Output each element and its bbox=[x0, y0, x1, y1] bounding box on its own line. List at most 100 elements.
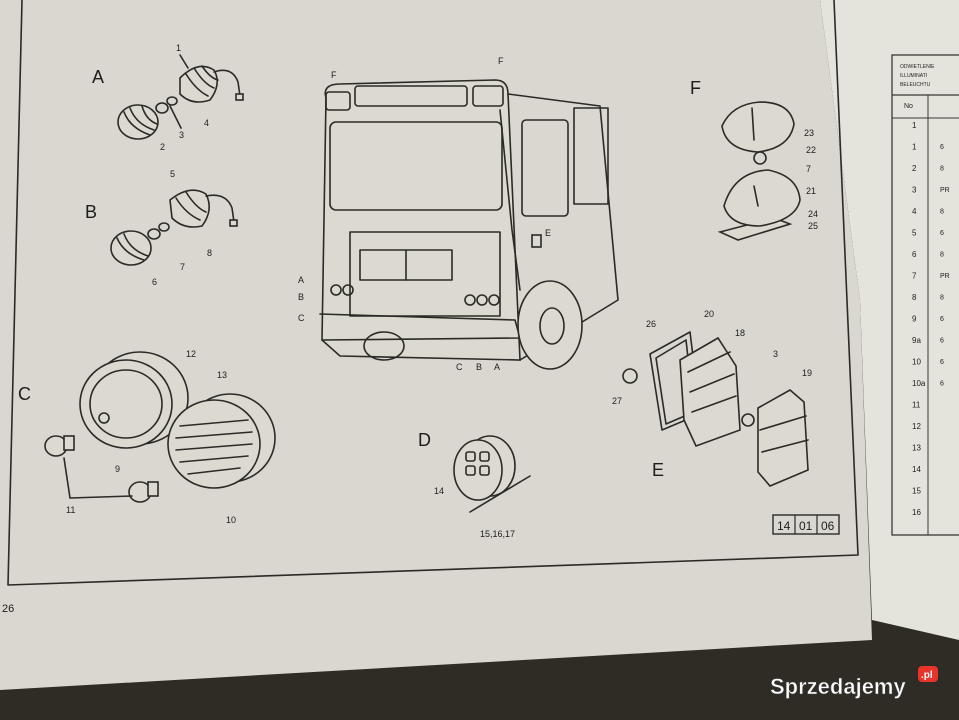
table-header-2: ILLUMINATI bbox=[900, 73, 927, 79]
table-row-number: 15 bbox=[912, 487, 921, 496]
panel-label-b: B bbox=[85, 202, 97, 222]
bus-callout-c: C bbox=[298, 313, 305, 323]
table-row-number: 12 bbox=[912, 422, 921, 431]
table-row-number: 3 bbox=[912, 186, 917, 195]
table-row-partial: 8 bbox=[940, 252, 944, 259]
bus-callout-e: E bbox=[545, 228, 551, 238]
panel-label-a: A bbox=[92, 67, 104, 87]
part-number-21: 21 bbox=[806, 186, 816, 196]
bulb-11-right bbox=[128, 481, 159, 503]
page-number: 26 bbox=[2, 603, 14, 615]
part-number-7: 7 bbox=[180, 262, 185, 272]
watermark-text: Sprzedajemy bbox=[770, 674, 906, 699]
table-row-number: 1 bbox=[912, 143, 917, 152]
bus-callout-b-bottom: B bbox=[476, 362, 482, 372]
panel-d: D 14 15,16,17 bbox=[418, 430, 531, 539]
table-row-number: 14 bbox=[912, 465, 921, 474]
bus-drawing: F F A B C E C B A bbox=[298, 56, 619, 372]
table-row-partial: PR bbox=[940, 187, 950, 194]
table-row-partial: 8 bbox=[940, 295, 944, 302]
part-number-26: 26 bbox=[646, 319, 656, 329]
watermark-badge bbox=[918, 666, 938, 682]
panel-a: A 1 2 3 4 bbox=[92, 43, 244, 152]
table-header-3: BELEUCHTU bbox=[900, 82, 931, 88]
part-number-24: 24 bbox=[808, 209, 818, 219]
part-number-3-e: 3 bbox=[773, 349, 778, 359]
table-row-number: 9 bbox=[912, 315, 917, 324]
bus-callout-b: B bbox=[298, 292, 304, 302]
table-col-header: No bbox=[904, 103, 913, 110]
part-number-15-16-17: 15,16,17 bbox=[480, 529, 515, 539]
watermark: Sprzedajemy .pl bbox=[770, 666, 938, 699]
reference-box: 14 01 06 bbox=[772, 514, 840, 535]
table-row-number: 11 bbox=[912, 401, 921, 410]
watermark-suffix: .pl bbox=[921, 670, 933, 681]
part-number-19: 19 bbox=[802, 368, 812, 378]
panel-label-d: D bbox=[418, 430, 431, 450]
table-row-partial: 6 bbox=[940, 338, 944, 345]
table-row-number: 5 bbox=[912, 229, 917, 238]
part-number-4: 4 bbox=[204, 118, 209, 128]
parts-table: ODWIETLENIE ILLUMINATI BELEUCHTU No 1123… bbox=[891, 54, 959, 536]
table-row-number: 10 bbox=[912, 358, 921, 367]
panel-e: E 26 20 18 3 19 27 bbox=[612, 309, 812, 487]
round-lamp-9 bbox=[79, 351, 189, 449]
part-number-1: 1 bbox=[176, 43, 181, 53]
part-number-27: 27 bbox=[612, 396, 622, 406]
part-number-14: 14 bbox=[434, 486, 444, 496]
panel-b: B 5 6 7 8 bbox=[85, 169, 238, 287]
table-row-number: 8 bbox=[912, 293, 917, 302]
table-row-partial: 6 bbox=[940, 230, 944, 237]
part-number-20: 20 bbox=[704, 309, 714, 319]
table-row-partial: 8 bbox=[940, 166, 944, 173]
part-number-25: 25 bbox=[808, 221, 818, 231]
table-row-partial: 6 bbox=[940, 359, 944, 366]
bulb-11-left bbox=[44, 435, 75, 457]
table-row-number: 4 bbox=[912, 207, 917, 216]
part-number-9: 9 bbox=[115, 464, 120, 474]
part-number-22: 22 bbox=[806, 145, 816, 155]
table-row-partial: 8 bbox=[940, 209, 944, 216]
panel-f: F 23 22 7 21 24 25 bbox=[690, 78, 818, 241]
table-row-number: 16 bbox=[912, 508, 921, 517]
table-row-number: 1 bbox=[912, 121, 917, 130]
bulb-holder-6 bbox=[110, 222, 170, 266]
part-number-10: 10 bbox=[226, 515, 236, 525]
lamp-housing-1 bbox=[179, 65, 244, 103]
part-number-5: 5 bbox=[170, 169, 175, 179]
ref-box-2: 01 bbox=[799, 519, 813, 533]
table-row-partial: 6 bbox=[940, 316, 944, 323]
part-number-12: 12 bbox=[186, 349, 196, 359]
right-page bbox=[820, 0, 959, 640]
table-row-number: 6 bbox=[912, 250, 917, 259]
part-number-8: 8 bbox=[207, 248, 212, 258]
bulb-holder-2 bbox=[117, 96, 178, 140]
table-row-number: 2 bbox=[912, 164, 917, 173]
part-number-13: 13 bbox=[217, 370, 227, 380]
table-row-number: 13 bbox=[912, 444, 921, 453]
lamp-housing-5 bbox=[169, 189, 238, 228]
ref-box-3: 06 bbox=[821, 519, 835, 533]
panel-label-e: E bbox=[652, 460, 664, 480]
part-number-2: 2 bbox=[160, 142, 165, 152]
part-number-11: 11 bbox=[66, 505, 75, 515]
part-number-18: 18 bbox=[735, 328, 745, 338]
table-row-partial: 6 bbox=[940, 144, 944, 151]
bus-callout-a: A bbox=[298, 275, 304, 285]
ref-box-1: 14 bbox=[777, 519, 791, 533]
table-row-partial: 6 bbox=[940, 381, 944, 388]
bus-callout-f-right: F bbox=[498, 56, 504, 66]
table-row-partial: PR bbox=[940, 273, 950, 280]
part-number-6: 6 bbox=[152, 277, 157, 287]
panel-label-f: F bbox=[690, 78, 701, 98]
bus-callout-a-bottom: A bbox=[494, 362, 500, 372]
table-row-number: 10a bbox=[912, 379, 926, 388]
part-number-3: 3 bbox=[179, 130, 184, 140]
table-header-1: ODWIETLENIE bbox=[900, 64, 935, 70]
panel-label-c: C bbox=[18, 384, 31, 404]
part-number-7-f: 7 bbox=[806, 164, 811, 174]
round-lamp-10 bbox=[167, 393, 276, 489]
bus-callout-c-bottom: C bbox=[456, 362, 463, 372]
part-number-23: 23 bbox=[804, 128, 814, 138]
